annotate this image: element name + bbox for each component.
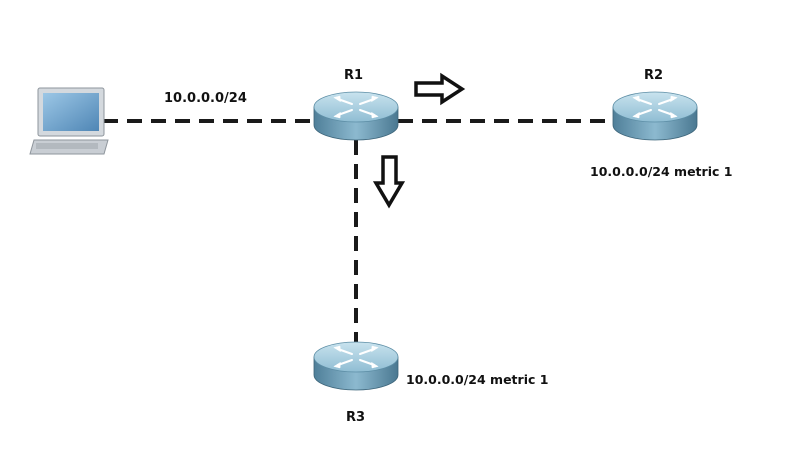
router-label-r1: R1 [344,68,363,83]
router-label-r2: R2 [644,68,663,83]
route-label-r2: 10.0.0.0/24 metric 1 [590,164,732,179]
router-icon[interactable] [313,341,399,391]
subnet-label: 10.0.0.0/24 [164,91,247,106]
router-icon[interactable] [612,91,698,141]
router-icon[interactable] [313,91,399,141]
arrow-icon [372,155,406,209]
arrow-icon [414,72,466,106]
route-label-r3: 10.0.0.0/24 metric 1 [406,372,548,387]
laptop-icon[interactable] [29,87,109,155]
router-label-r3: R3 [346,410,365,425]
